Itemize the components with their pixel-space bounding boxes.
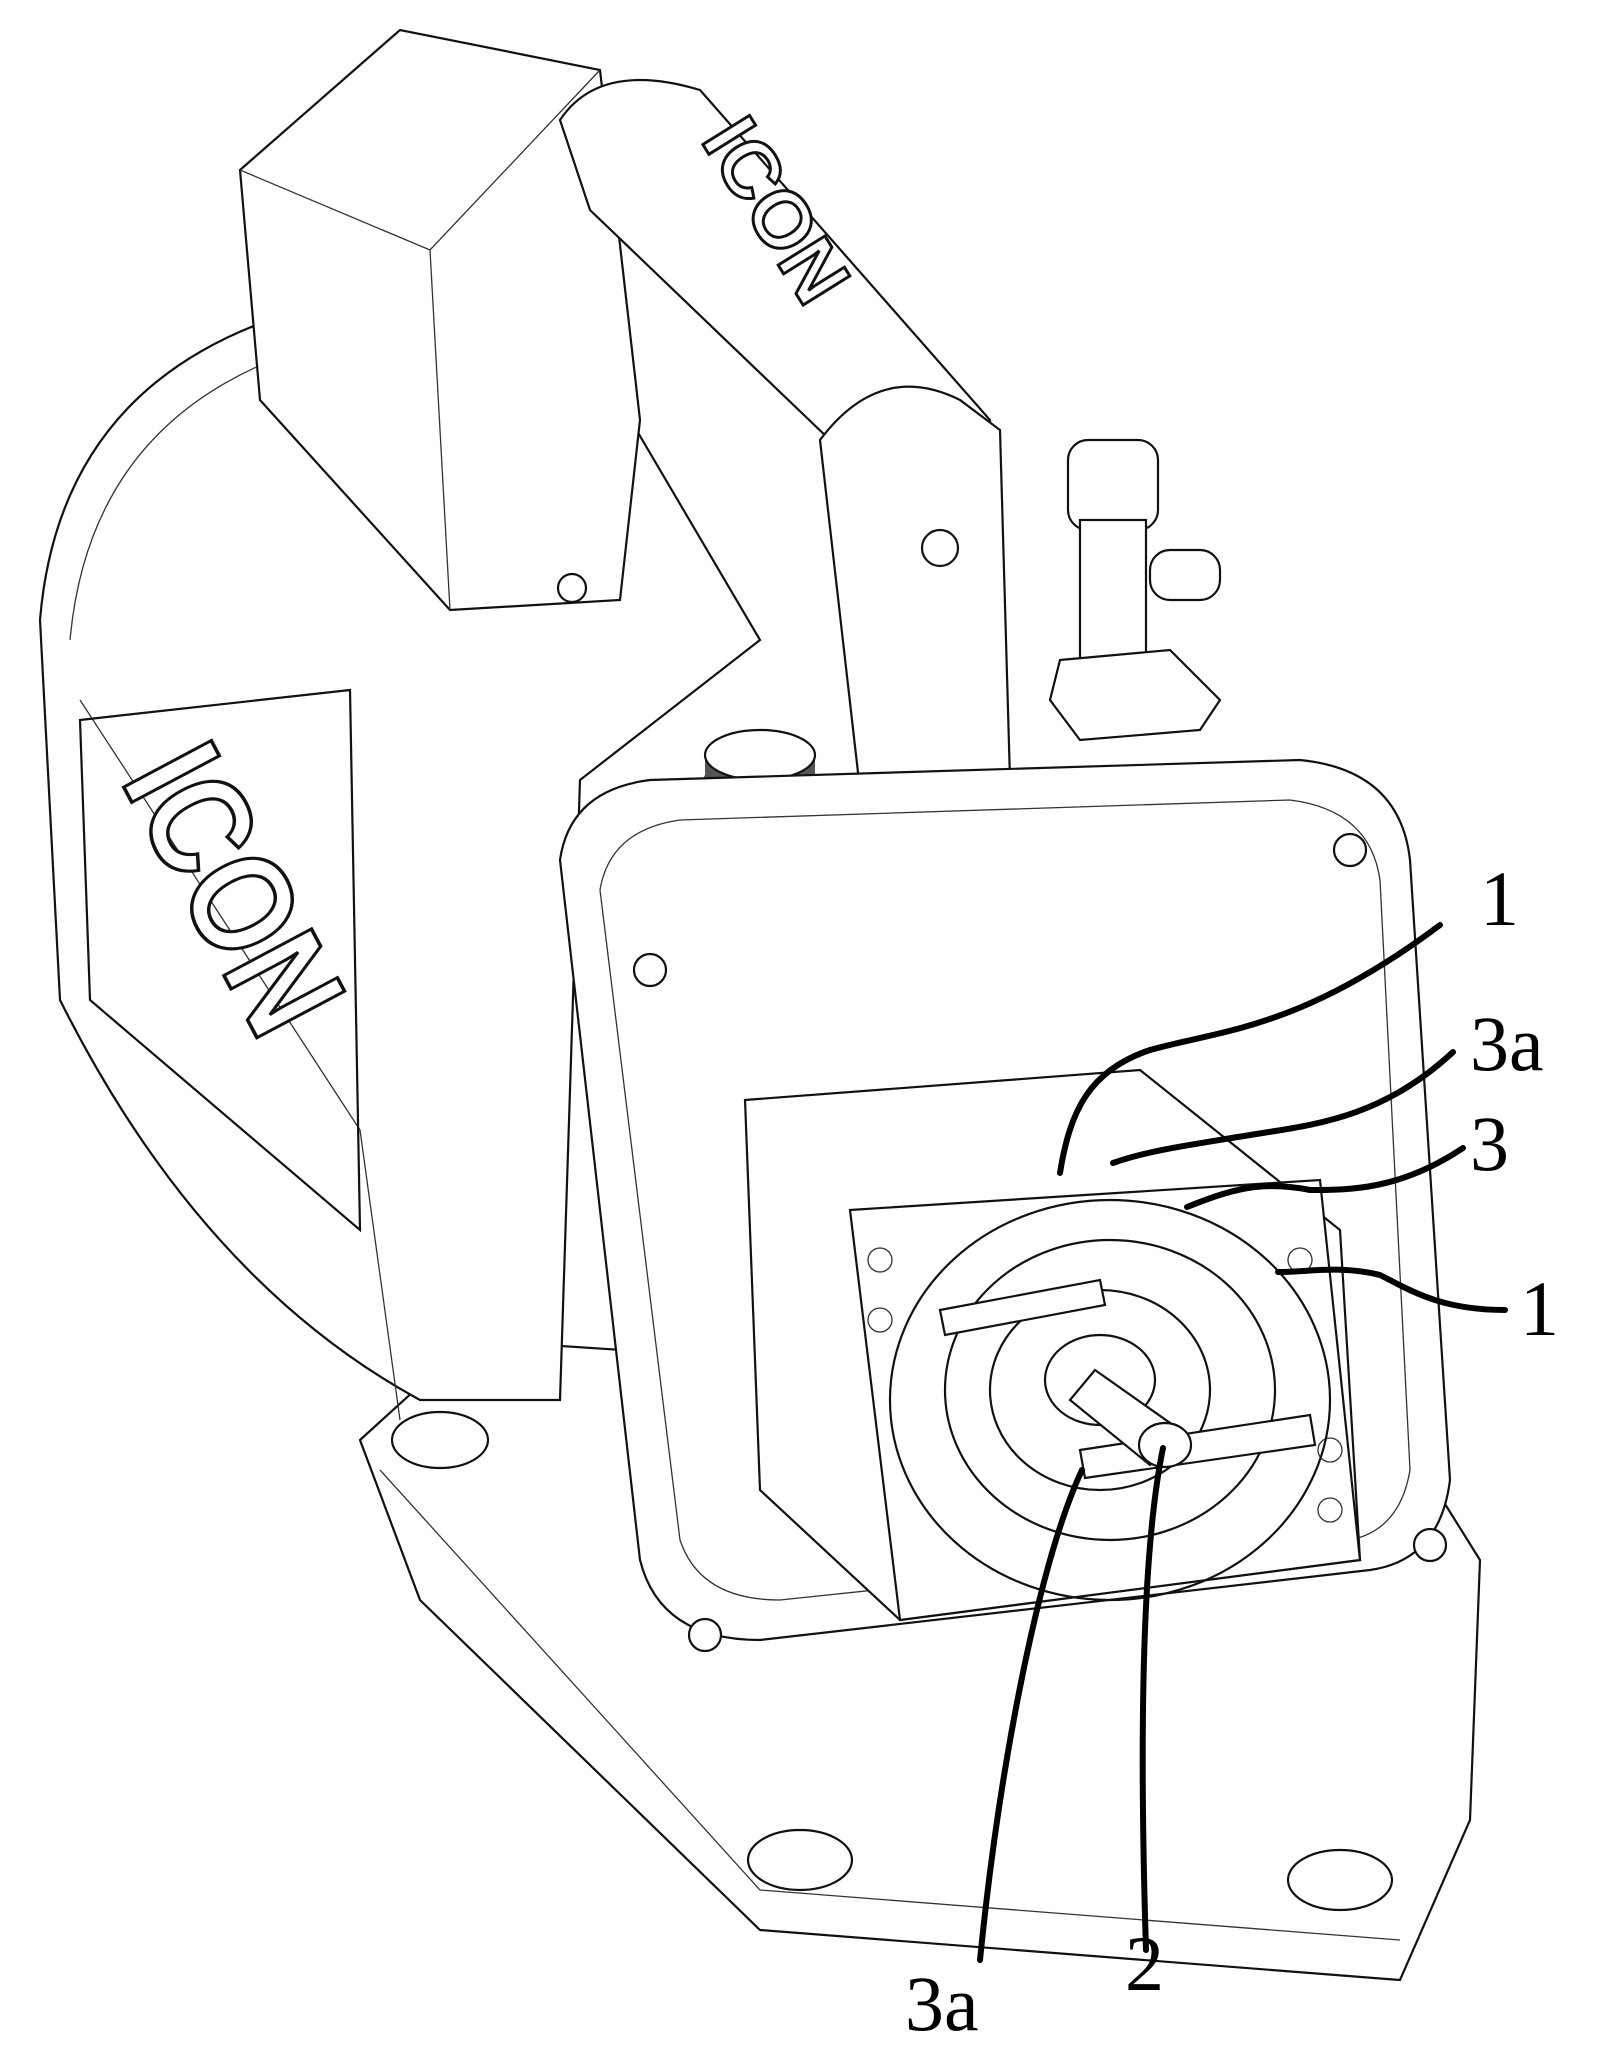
mounting-hole xyxy=(392,1412,488,1468)
hex-screw-icon xyxy=(634,954,666,986)
screw-icon xyxy=(558,574,586,602)
label-3a-bottom: 3a xyxy=(905,1965,979,2043)
label-3a-right: 3a xyxy=(1470,1005,1544,1083)
shaft-2 xyxy=(1139,1423,1191,1467)
label-1-right: 1 xyxy=(1520,1270,1559,1348)
mounting-hole xyxy=(1288,1850,1392,1910)
mounting-hole xyxy=(748,1830,852,1890)
hex-screw-icon xyxy=(1334,834,1366,866)
label-1-top: 1 xyxy=(1480,860,1519,938)
label-2-bottom: 2 xyxy=(1125,1925,1164,2003)
hex-screw-icon xyxy=(689,1619,721,1651)
hex-screw-icon xyxy=(1414,1529,1446,1561)
label-3-right: 3 xyxy=(1470,1105,1509,1183)
gas-ballast-valve xyxy=(1050,440,1220,740)
